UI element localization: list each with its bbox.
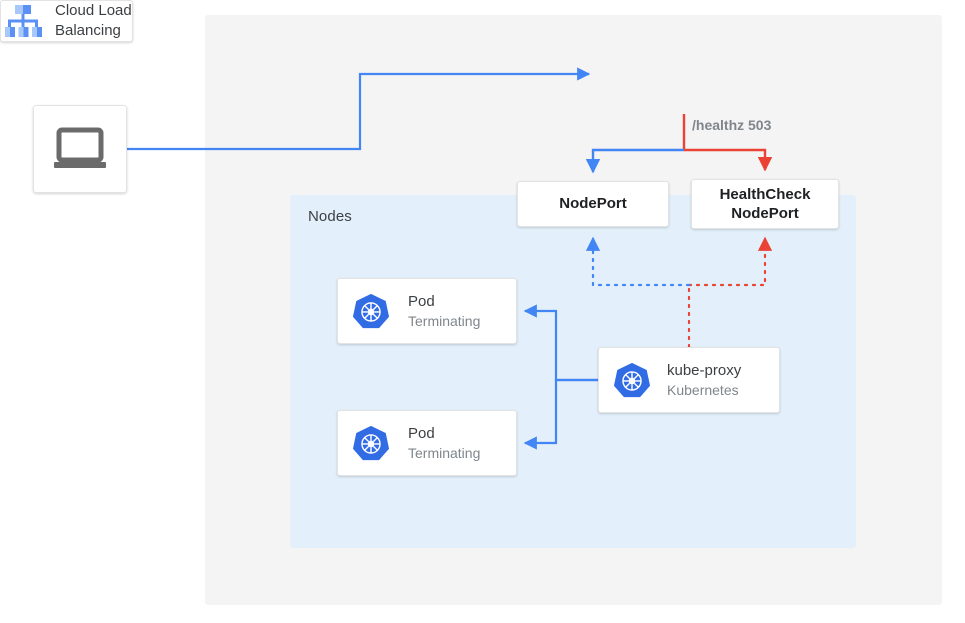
cloud-load-balancing-node[interactable]: Cloud Load Balancing [0, 0, 133, 42]
healthcheck-nodeport-line2: NodePort [731, 205, 799, 222]
cloud-load-balancing-line2: Balancing [55, 22, 121, 39]
client-node[interactable] [33, 105, 127, 193]
kubernetes-icon [613, 362, 651, 398]
kubernetes-icon [352, 293, 390, 329]
pod-2-status: Terminating [408, 444, 481, 461]
laptop-icon [54, 127, 106, 168]
nodes-panel-label: Nodes [308, 208, 352, 225]
healthcheck-nodeport-node[interactable]: HealthCheck NodePort [691, 179, 839, 229]
pod-1-status: Terminating [408, 312, 481, 329]
cloud-load-balancing-line1: Cloud Load [55, 2, 132, 20]
healthcheck-nodeport-line1: HealthCheck [719, 185, 811, 203]
healthz-edge-label: /healthz 503 [692, 117, 772, 133]
kube-proxy-subtitle: Kubernetes [667, 381, 739, 398]
pod-2-title: Pod [408, 424, 435, 442]
pod-node-1[interactable]: Pod Terminating [337, 278, 517, 344]
pod-node-2[interactable]: Pod Terminating [337, 410, 517, 476]
cloud-load-balancing-icon [5, 5, 42, 37]
nodeport-label: NodePort [559, 195, 627, 213]
nodeport-node[interactable]: NodePort [517, 181, 669, 227]
kubernetes-icon [352, 425, 390, 461]
kube-proxy-node[interactable]: kube-proxy Kubernetes [598, 347, 780, 413]
kube-proxy-title: kube-proxy [667, 361, 742, 379]
pod-1-title: Pod [408, 292, 435, 310]
